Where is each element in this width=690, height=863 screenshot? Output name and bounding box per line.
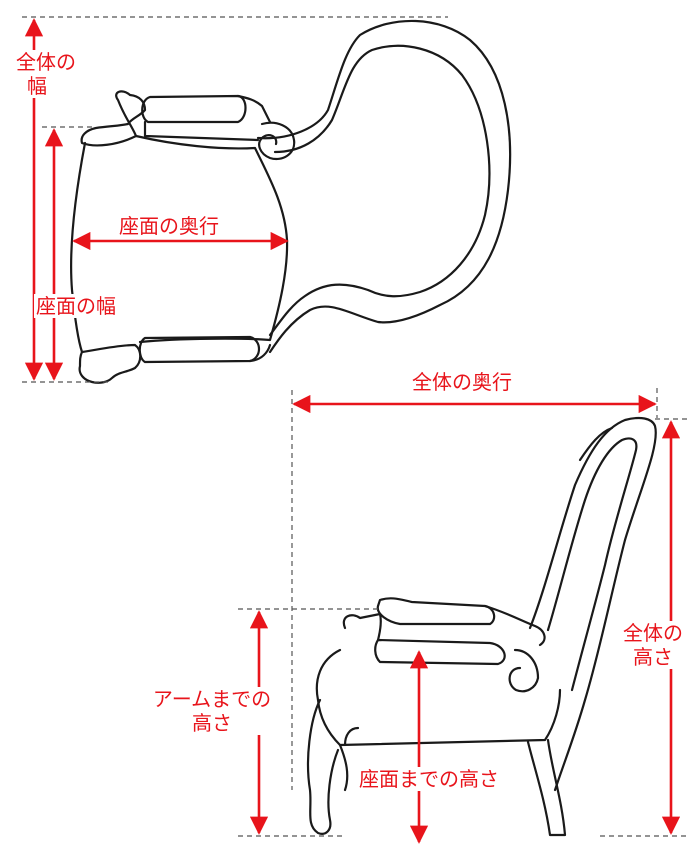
- dimension-arrows: [24, 18, 681, 844]
- backrest-inner-outline: [268, 44, 491, 337]
- label-arm-height: アームまでの 高さ: [140, 687, 284, 735]
- side-arm-scroll-front: [342, 612, 382, 642]
- side-seat-apron: [315, 648, 562, 747]
- side-seat-cushion: [374, 638, 506, 666]
- label-total-width-line1: 全体の: [16, 50, 76, 74]
- side-front-leg: [306, 698, 340, 835]
- label-total-height-line1: 全体の: [623, 621, 683, 645]
- side-back-leg: [526, 738, 567, 837]
- chair-side-view: [306, 416, 657, 837]
- side-backrest-outer: [528, 416, 657, 792]
- arm-scroll-lower-front: [78, 343, 142, 384]
- label-arm-height-line1: アームまでの: [152, 687, 272, 711]
- label-total-depth: 全体の奥行: [410, 370, 514, 394]
- label-total-height: 全体の 高さ: [614, 621, 690, 669]
- side-arm-scroll-back: [508, 648, 540, 693]
- label-total-width-line2: 幅: [27, 74, 47, 98]
- backrest-outer-outline: [256, 19, 512, 354]
- arm-scroll-upper-front: [80, 90, 147, 147]
- arm-scroll-upper-back: [258, 121, 296, 161]
- label-total-height-line2: 高さ: [633, 645, 673, 669]
- label-arm-height-line2: 高さ: [192, 711, 232, 735]
- label-seat-depth: 座面の奥行: [117, 214, 221, 238]
- label-total-width: 全体の 幅: [14, 50, 76, 98]
- side-armrest: [376, 597, 496, 626]
- guide-lines: [22, 16, 688, 837]
- label-seat-width: 座面の幅: [34, 294, 118, 318]
- armrest-upper: [141, 94, 247, 124]
- seat-outline: [69, 141, 87, 354]
- label-seat-height: 座面までの高さ: [357, 767, 501, 791]
- chair-top-view: [69, 19, 512, 384]
- side-backrest-inner: [546, 437, 638, 692]
